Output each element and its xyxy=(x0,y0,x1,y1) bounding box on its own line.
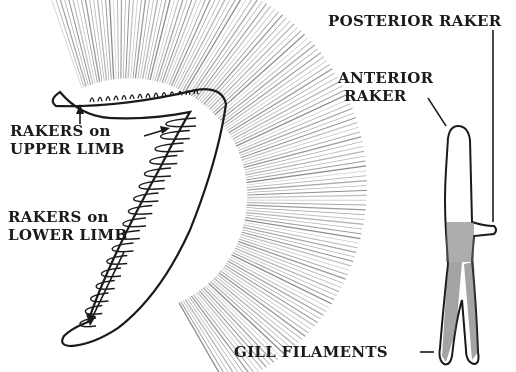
gill-filament xyxy=(242,232,354,261)
upper-raker xyxy=(98,97,102,101)
leader-anterior-raker xyxy=(428,98,446,126)
gill-filament xyxy=(245,151,364,175)
gill-filament xyxy=(242,230,355,257)
raker-stem-shading xyxy=(442,262,478,362)
label-rakers-upper-1: RAKERS on xyxy=(10,122,111,140)
label-anterior-raker-2: RAKER xyxy=(344,87,407,105)
gill-filament xyxy=(121,0,122,79)
raker-pair-detail xyxy=(440,126,497,364)
label-gill-filaments: GILL FILAMENTS xyxy=(234,343,388,361)
gill-filament xyxy=(240,113,354,155)
upper-raker xyxy=(90,98,94,102)
gill-filament xyxy=(100,0,110,80)
gill-filament xyxy=(222,269,312,330)
label-rakers-lower-2: LOWER LIMB xyxy=(8,226,127,244)
raker-base-shading xyxy=(446,222,474,262)
label-anterior-raker-1: ANTERIOR xyxy=(337,69,434,87)
gill-filament xyxy=(108,0,113,79)
gill-filament xyxy=(160,0,196,82)
upper-raker xyxy=(114,96,118,100)
label-rakers-lower-1: RAKERS on xyxy=(8,208,109,226)
upper-raker xyxy=(146,94,150,98)
gill-filaments-fan xyxy=(51,0,367,372)
label-posterior-raker: POSTERIOR RAKER xyxy=(328,12,502,30)
lower-raker xyxy=(128,206,152,215)
gill-filament xyxy=(247,190,367,195)
upper-raker xyxy=(130,95,134,99)
gill-filament xyxy=(247,205,366,210)
lower-raker xyxy=(166,118,196,127)
gill-filament xyxy=(74,0,95,83)
gill-filament xyxy=(157,0,191,82)
lower-raker xyxy=(134,193,159,202)
lower-raker xyxy=(102,268,122,277)
gill-filament xyxy=(232,255,332,304)
gill-filament xyxy=(117,0,118,79)
lower-raker xyxy=(96,281,115,290)
gill-filament xyxy=(247,203,366,205)
lower-raker xyxy=(107,256,127,265)
gill-filament xyxy=(247,195,367,197)
gill-filament xyxy=(123,0,126,78)
lower-raker xyxy=(112,243,133,252)
gill-filament xyxy=(235,90,345,144)
gill-filament xyxy=(242,122,358,160)
lower-raker xyxy=(91,293,109,302)
gill-filament xyxy=(246,161,365,180)
upper-raker xyxy=(122,96,126,100)
gill-filament xyxy=(54,0,84,87)
label-rakers-upper-2: UPPER LIMB xyxy=(10,140,125,158)
upper-raker xyxy=(106,97,110,101)
upper-raker xyxy=(154,93,158,97)
gill-filament xyxy=(126,0,131,78)
upper-raker xyxy=(138,94,142,98)
gill-filament xyxy=(83,0,100,82)
